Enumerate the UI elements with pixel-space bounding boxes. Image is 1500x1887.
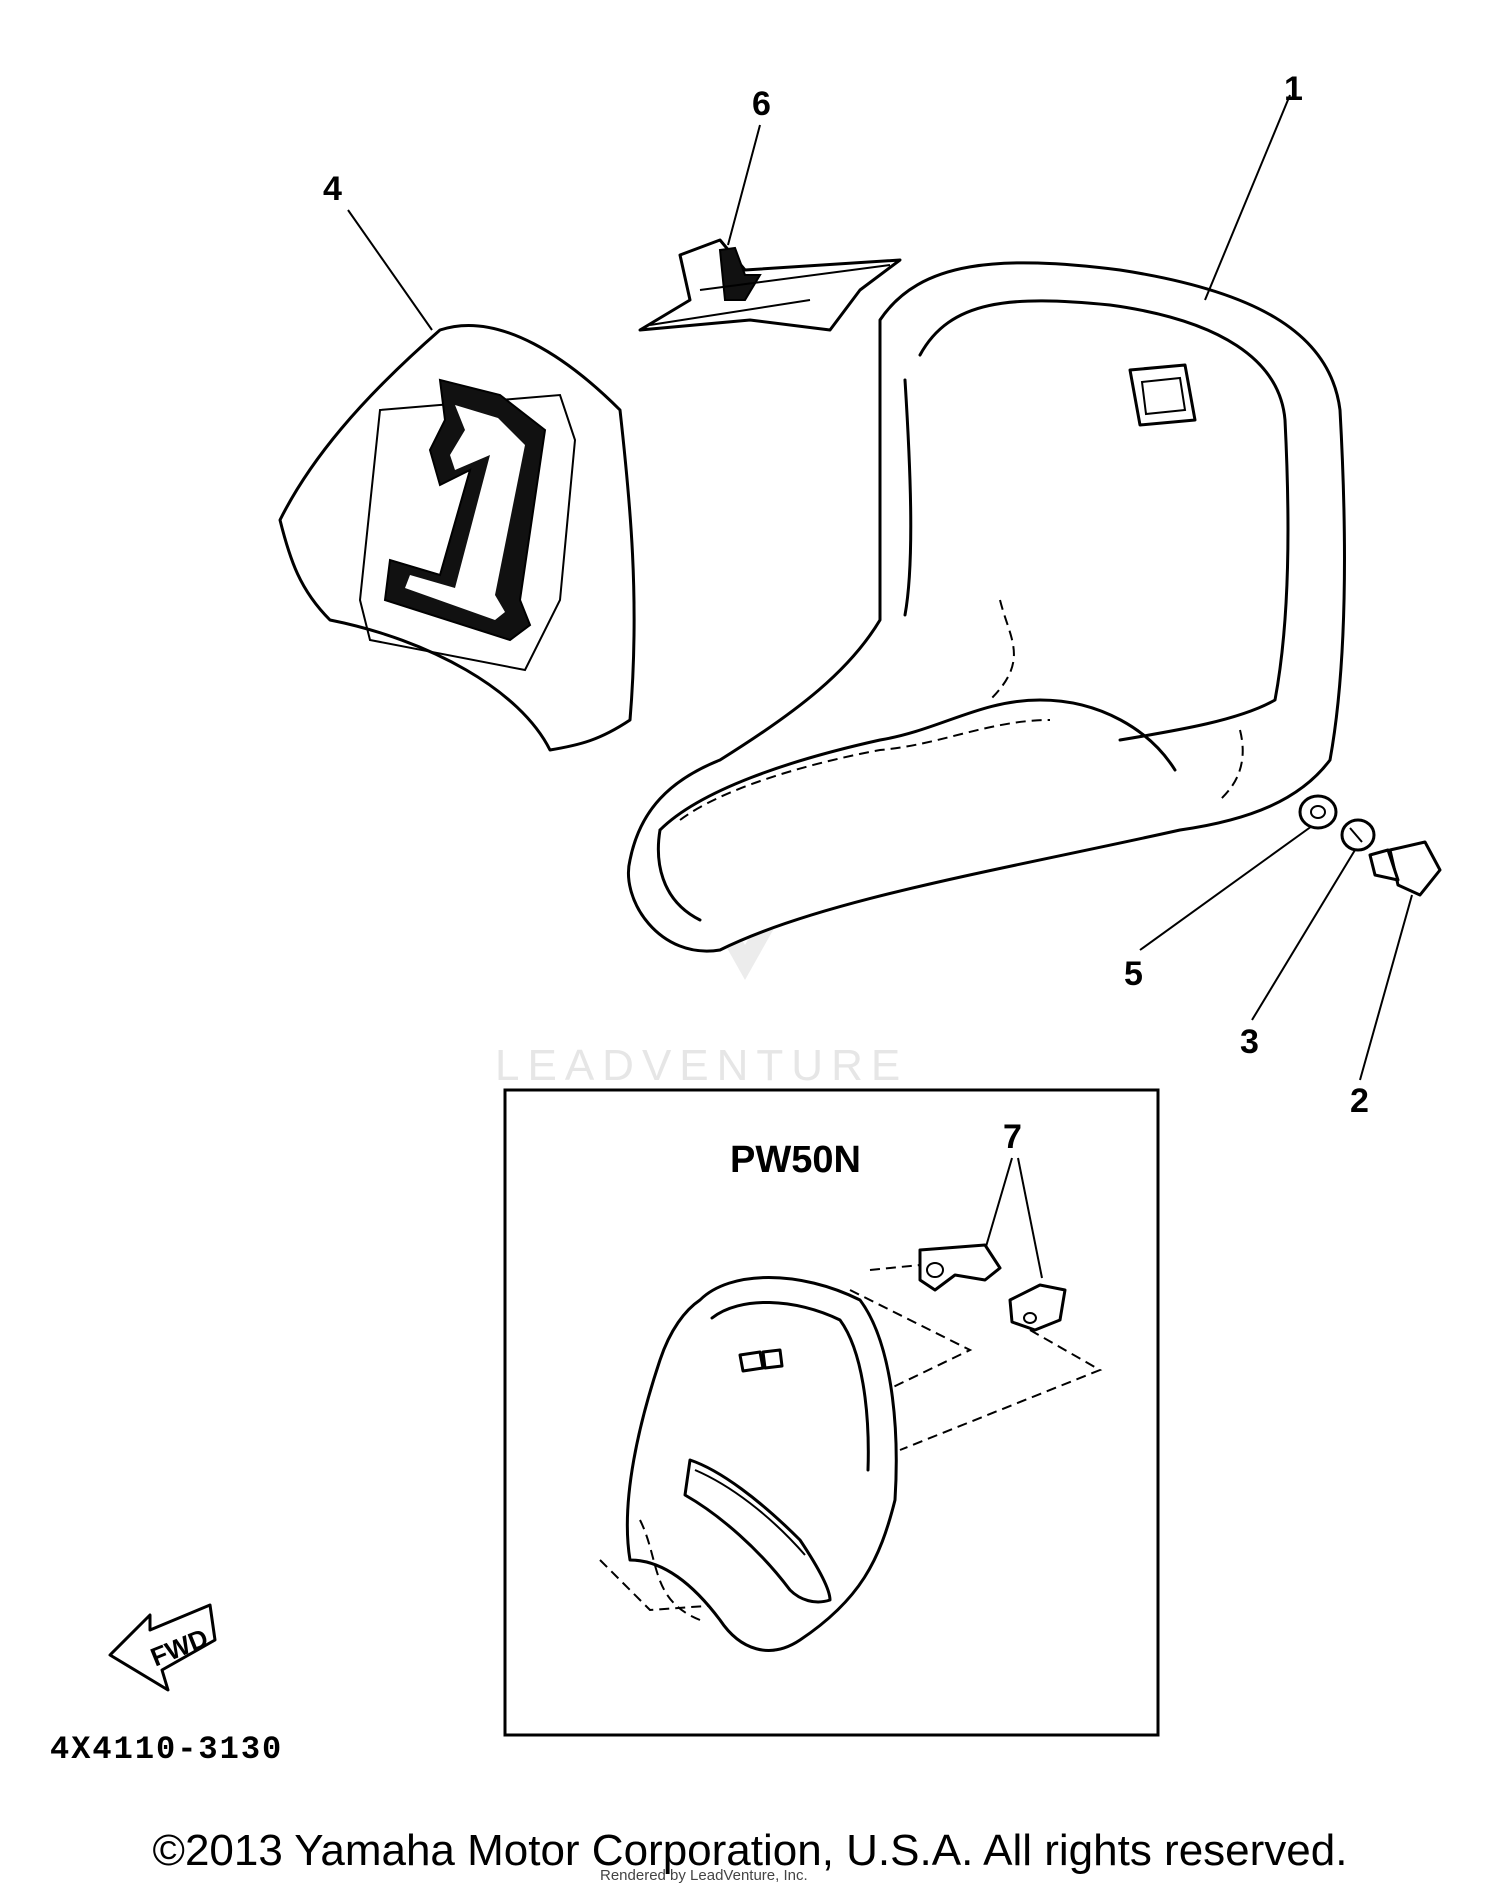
part-2-bolt: [1368, 840, 1442, 897]
part-4-emblem: [278, 324, 636, 752]
copyright-notice: ©2013 Yamaha Motor Corporation, U.S.A. A…: [152, 1826, 1348, 1875]
leader-lines: [347, 94, 1413, 1081]
diagram-part-code: 4X4110-3130: [50, 1731, 283, 1768]
callout-4: 4: [323, 170, 342, 208]
watermark-credit: Rendered by LeadVenture, Inc.: [600, 1867, 808, 1884]
callout-5: 5: [1124, 955, 1143, 993]
watermark-text: LEADVENTURE: [495, 1041, 908, 1090]
inset-pw50n: PW50N 7: [503, 1088, 1160, 1737]
inset-title: PW50N: [730, 1139, 861, 1181]
callout-2: 2: [1350, 1082, 1369, 1120]
callout-6: 6: [752, 85, 771, 123]
part-3-spring-washer: [1340, 818, 1376, 852]
part-1-seat: [627, 261, 1346, 953]
part-6-emblem: [638, 238, 902, 332]
callout-1: 1: [1284, 70, 1303, 108]
callout-7: 7: [1003, 1118, 1022, 1156]
callout-3: 3: [1240, 1023, 1259, 1061]
part-5-washer: [1298, 794, 1338, 830]
fwd-arrow-icon: FWD: [108, 1603, 217, 1692]
